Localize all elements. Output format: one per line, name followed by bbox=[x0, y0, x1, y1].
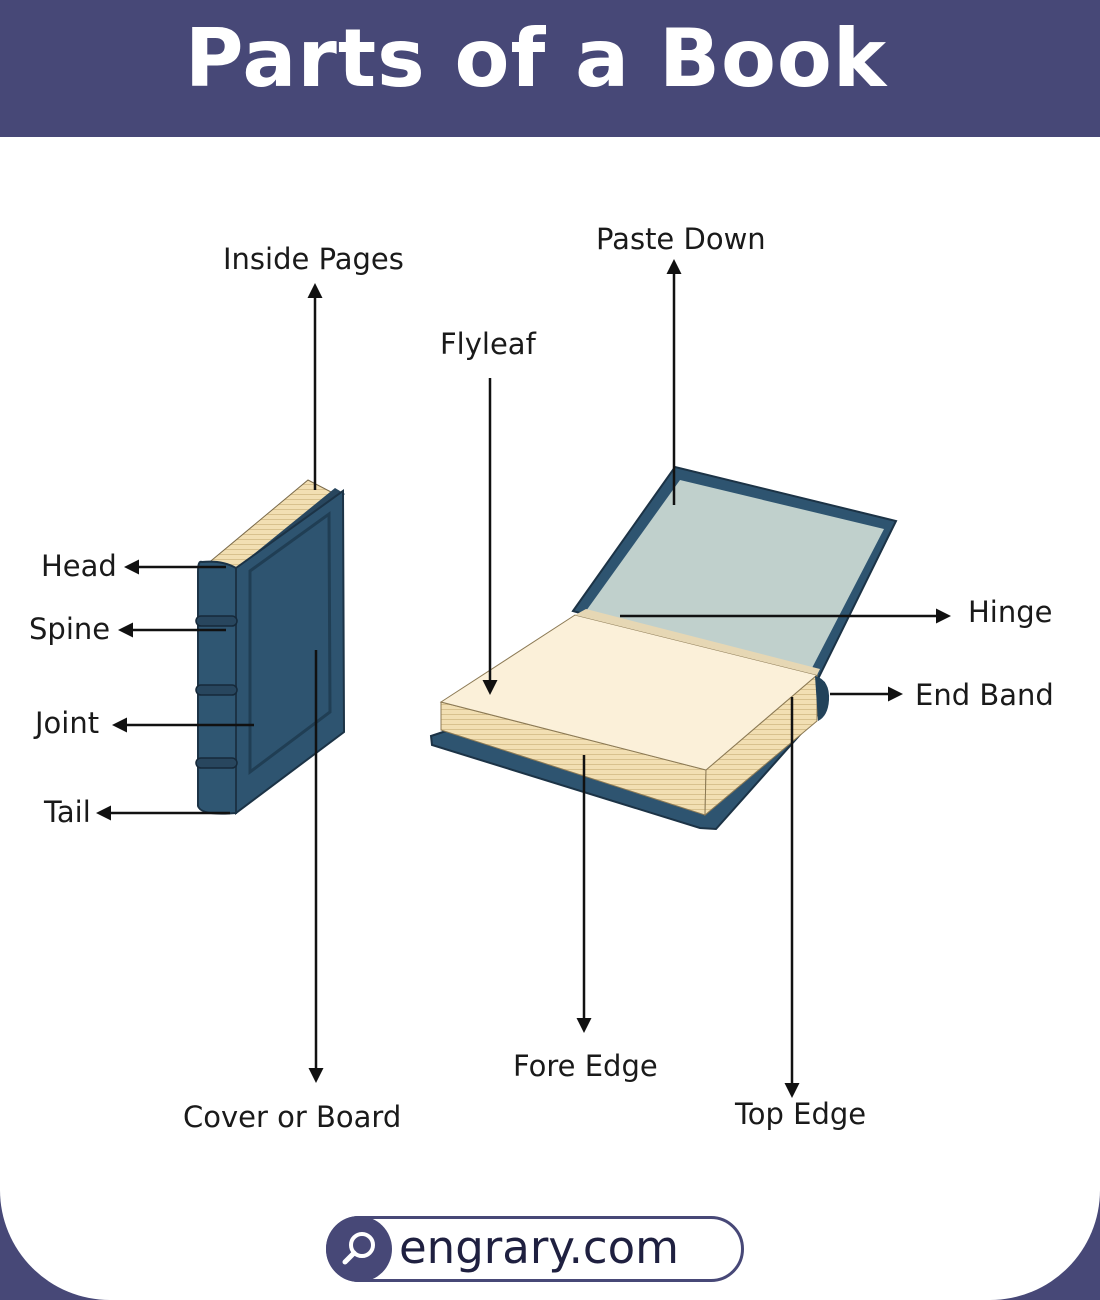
label-inside-pages: Inside Pages bbox=[223, 242, 404, 276]
label-hinge: Hinge bbox=[968, 595, 1053, 629]
spine-band bbox=[195, 757, 238, 769]
label-flyleaf: Flyleaf bbox=[440, 327, 536, 361]
label-head: Head bbox=[41, 549, 117, 583]
search-icon bbox=[326, 1216, 392, 1282]
label-spine: Spine bbox=[29, 612, 111, 646]
hinge-fold bbox=[575, 609, 820, 675]
label-top-edge: Top Edge bbox=[735, 1097, 867, 1131]
brand-badge[interactable]: engrary.com bbox=[326, 1216, 744, 1282]
label-paste-down: Paste Down bbox=[596, 222, 766, 256]
label-tail: Tail bbox=[44, 795, 91, 829]
open-book bbox=[429, 465, 898, 831]
leader-lines bbox=[96, 259, 951, 1098]
closed-book bbox=[195, 479, 346, 815]
page-title: Parts of a Book bbox=[184, 12, 888, 105]
label-fore-edge: Fore Edge bbox=[513, 1049, 658, 1083]
spine-band bbox=[195, 684, 238, 696]
brand-name: engrary.com bbox=[399, 1221, 679, 1274]
header-banner: Parts of a Book bbox=[0, 0, 1100, 137]
end-band bbox=[815, 676, 830, 721]
label-cover-or-board: Cover or Board bbox=[183, 1100, 402, 1134]
spine-band bbox=[195, 615, 238, 627]
label-end-band: End Band bbox=[915, 678, 1054, 712]
paste-down-sheet bbox=[586, 480, 884, 668]
label-joint: Joint bbox=[35, 706, 100, 740]
cover-panel-border bbox=[248, 511, 332, 775]
